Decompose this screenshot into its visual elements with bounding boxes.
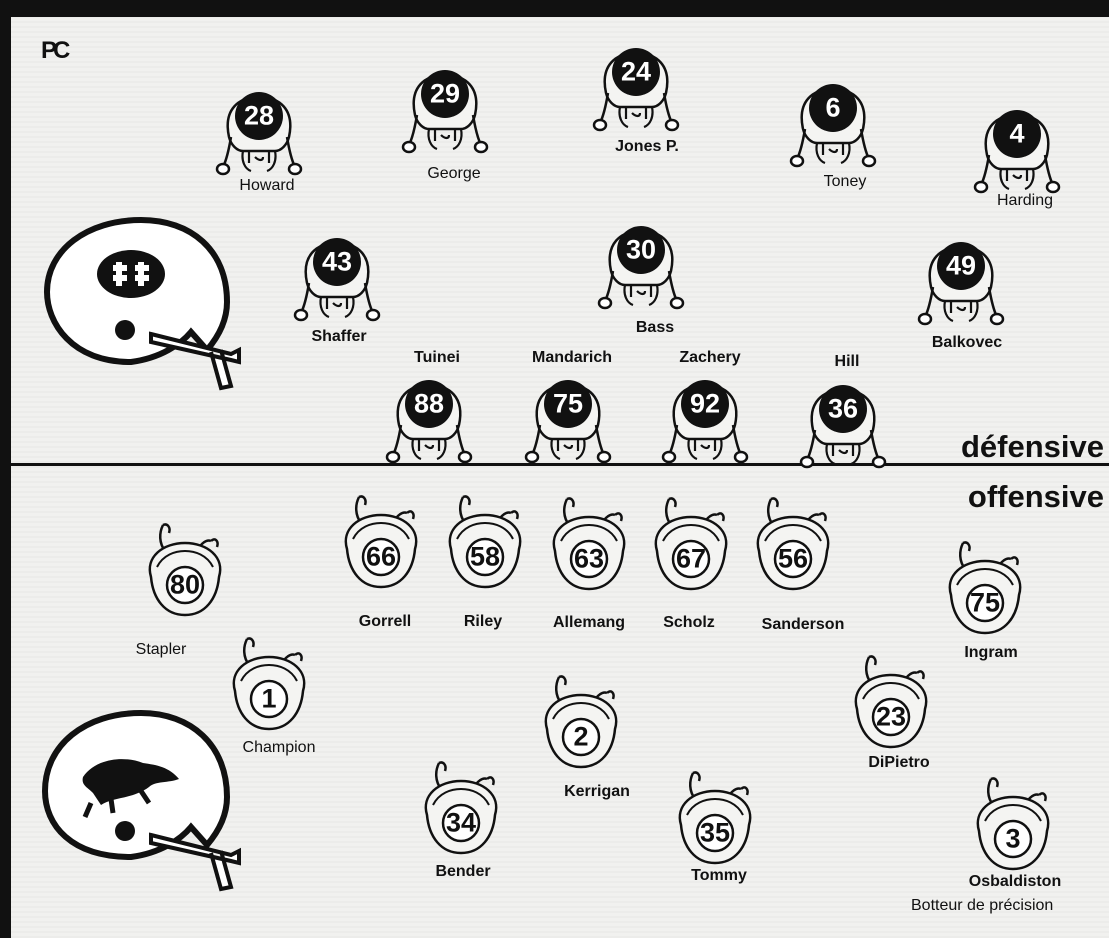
jersey-number: 58	[470, 544, 500, 571]
offense-player-figure: 80	[135, 521, 235, 621]
player-name: Zachery	[679, 349, 740, 367]
player-name: Tuinei	[414, 349, 460, 367]
jersey-number: 23	[876, 704, 906, 731]
jersey-number: 2	[573, 724, 588, 751]
defensive-label: défensive	[961, 429, 1104, 465]
offense-player-figure: 56	[743, 495, 843, 595]
player-name: Osbaldiston	[969, 873, 1061, 891]
player-name: Bender	[435, 863, 490, 881]
offense-player-figure: 3	[963, 775, 1063, 875]
player-name: Harding	[997, 192, 1053, 210]
defense-player-figure: 29	[395, 57, 495, 157]
defense-player-figure: 30	[591, 213, 691, 313]
player-name: Riley	[464, 613, 502, 631]
defense-player-figure: 24	[586, 35, 686, 135]
jersey-number: 88	[414, 391, 444, 418]
jersey-number: 80	[170, 572, 200, 599]
defense-player-figure: 75	[518, 367, 618, 467]
jersey-number: 4	[1009, 121, 1024, 148]
defense-player-figure: 49	[911, 229, 1011, 329]
kicker-note: Botteur de précision	[911, 897, 1053, 915]
defense-player-figure: 6	[783, 71, 883, 171]
hamilton-helmet-icon	[31, 707, 251, 897]
offense-player-figure: 2	[531, 673, 631, 773]
jersey-number: 30	[626, 237, 656, 264]
player-name: George	[427, 165, 480, 183]
offense-player-figure: 35	[665, 769, 765, 869]
defense-player-figure: 88	[379, 367, 479, 467]
jersey-number: 75	[553, 391, 583, 418]
offense-player-figure: 67	[641, 495, 741, 595]
jersey-number: 67	[676, 546, 706, 573]
player-name: Ingram	[964, 644, 1017, 662]
player-name: Kerrigan	[564, 783, 630, 801]
player-name: Champion	[243, 739, 316, 757]
defense-player-figure: 28	[209, 79, 309, 179]
player-name: DiPietro	[868, 754, 929, 772]
offense-player-figure: 63	[539, 495, 639, 595]
jersey-number: 24	[621, 59, 651, 86]
player-name: Tommy	[691, 867, 747, 885]
jersey-number: 75	[970, 590, 1000, 617]
offensive-label: offensive	[968, 479, 1104, 515]
offense-player-figure: 66	[331, 493, 431, 593]
jersey-number: 28	[244, 103, 274, 130]
player-name: Sanderson	[762, 616, 845, 634]
jersey-number: 92	[690, 391, 720, 418]
jersey-number: 49	[946, 253, 976, 280]
roster-panel: PC défensive offensive 28 Howard 29 Geor…	[8, 14, 1109, 938]
offense-player-figure: 34	[411, 759, 511, 859]
jersey-number: 29	[430, 81, 460, 108]
player-name: Gorrell	[359, 613, 411, 631]
jersey-number: 36	[828, 396, 858, 423]
defense-player-figure: 43	[287, 225, 387, 325]
player-name: Jones P.	[615, 138, 679, 156]
player-name: Stapler	[136, 641, 187, 659]
defense-player-figure: 36	[793, 372, 893, 472]
player-name: Shaffer	[311, 328, 366, 346]
jersey-number: 66	[366, 544, 396, 571]
jersey-number: 56	[778, 546, 808, 573]
jersey-number: 63	[574, 546, 604, 573]
jersey-number: 3	[1005, 826, 1020, 853]
defense-player-figure: 92	[655, 367, 755, 467]
offense-player-figure: 58	[435, 493, 535, 593]
offense-player-figure: 1	[219, 635, 319, 735]
pc-logo: PC	[41, 37, 66, 65]
player-name: Allemang	[553, 614, 625, 632]
edmonton-helmet-icon	[31, 212, 251, 402]
jersey-number: 35	[700, 820, 730, 847]
player-name: Toney	[824, 173, 867, 191]
player-name: Scholz	[663, 614, 715, 632]
player-name: Bass	[636, 319, 674, 337]
jersey-number: 43	[322, 249, 352, 276]
jersey-number: 34	[446, 810, 476, 837]
offense-player-figure: 75	[935, 539, 1035, 639]
player-name: Balkovec	[932, 334, 1002, 352]
player-name: Hill	[835, 353, 860, 371]
offense-player-figure: 23	[841, 653, 941, 753]
player-name: Mandarich	[532, 349, 612, 367]
jersey-number: 1	[261, 686, 276, 713]
jersey-number: 6	[825, 95, 840, 122]
player-name: Howard	[239, 177, 294, 195]
defense-player-figure: 4	[967, 97, 1067, 197]
